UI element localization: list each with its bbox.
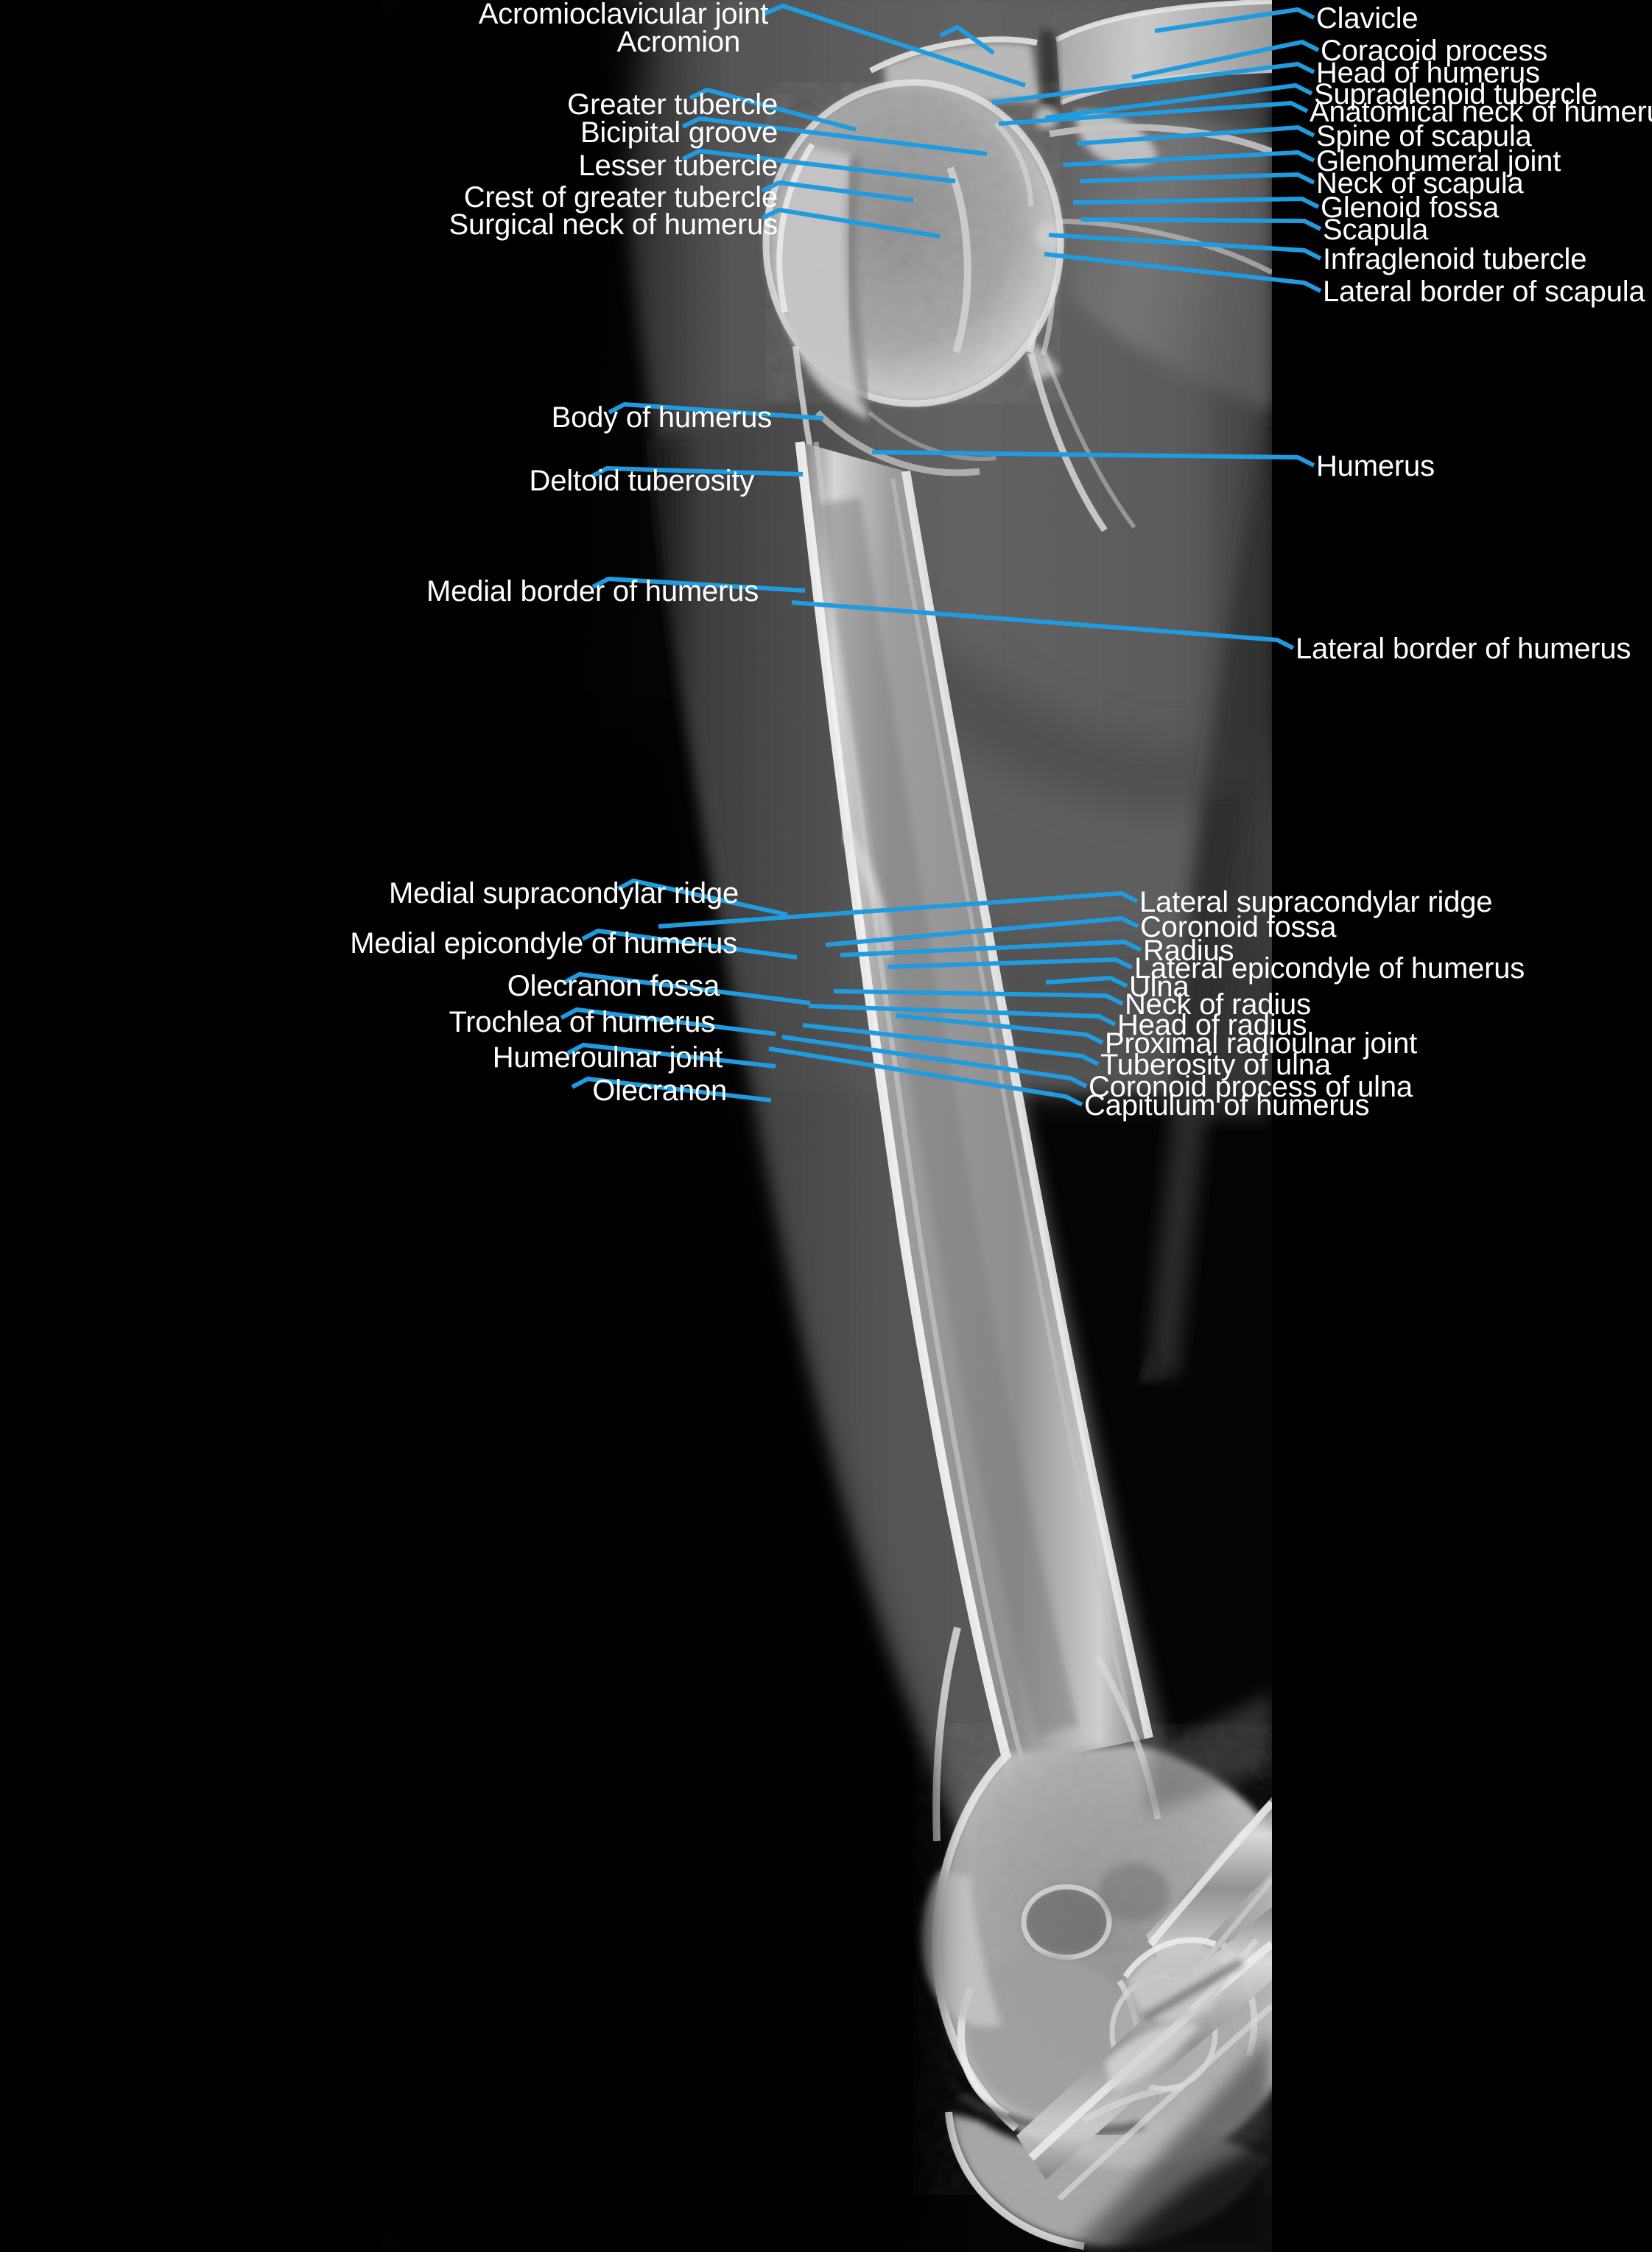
label-proximal-radioulnar-joint: Proximal radioulnar joint bbox=[1105, 1027, 1418, 1060]
label-lateral-epicondyle-of-humerus: Lateral epicondyle of humerus bbox=[1134, 952, 1525, 985]
label-medial-supracondylar-ridge: Medial supracondylar ridge bbox=[388, 877, 739, 909]
label-deltoid-tuberosity: Deltoid tuberosity bbox=[529, 465, 755, 497]
label-greater-tubercle: Greater tubercle bbox=[567, 88, 778, 121]
label-lateral-border-of-humerus: Lateral border of humerus bbox=[1296, 633, 1631, 665]
label-medial-epicondyle-of-humerus: Medial epicondyle of humerus bbox=[350, 927, 737, 960]
label-olecranon: Olecranon bbox=[592, 1074, 727, 1107]
label-head-of-humerus: Head of humerus bbox=[1316, 57, 1540, 89]
label-scapula: Scapula bbox=[1323, 214, 1429, 246]
label-radius: Radius bbox=[1143, 935, 1234, 967]
label-infraglenoid-tubercle: Infraglenoid tubercle bbox=[1323, 243, 1587, 275]
label-acromioclavicular-joint: Acromioclavicular joint bbox=[478, 0, 769, 30]
label-neck-of-scapula: Neck of scapula bbox=[1316, 167, 1524, 200]
label-bicipital-groove: Bicipital groove bbox=[580, 116, 778, 149]
label-coronoid-fossa: Coronoid fossa bbox=[1140, 911, 1337, 943]
label-acromion: Acromion bbox=[616, 26, 741, 58]
label-trochlea-of-humerus: Trochlea of humerus bbox=[449, 1006, 715, 1038]
label-neck-of-radius: Neck of radius bbox=[1125, 988, 1311, 1021]
label-lateral-supracondylar-ridge: Lateral supracondylar ridge bbox=[1139, 886, 1493, 918]
label-humerus: Humerus bbox=[1316, 450, 1435, 482]
label-capitulum-of-humerus: Capitulum of humerus bbox=[1084, 1089, 1370, 1122]
label-tuberosity-of-ulna: Tuberosity of ulna bbox=[1100, 1049, 1331, 1081]
label-crest-of-greater-tubercle: Crest of greater tubercle bbox=[463, 181, 778, 214]
label-clavicle: Clavicle bbox=[1316, 2, 1419, 35]
label-humeroulnar-joint: Humeroulnar joint bbox=[492, 1041, 723, 1074]
label-glenohumeral-joint: Glenohumeral joint bbox=[1316, 145, 1561, 177]
label-spine-of-scapula: Spine of scapula bbox=[1316, 120, 1532, 152]
label-supraglenoid-tubercle: Supraglenoid tubercle bbox=[1314, 78, 1597, 110]
label-lesser-tubercle: Lesser tubercle bbox=[578, 149, 778, 182]
label-lateral-border-of-scapula: Lateral border of scapula bbox=[1323, 275, 1645, 308]
label-glenoid-fossa: Glenoid fossa bbox=[1321, 191, 1499, 224]
label-head-of-radius: Head of radius bbox=[1117, 1009, 1307, 1041]
label-body-of-humerus: Body of humerus bbox=[551, 401, 773, 434]
label-ulna: Ulna bbox=[1129, 971, 1189, 1003]
label-anatomical-neck-of-humerus: Anatomical neck of humerus bbox=[1310, 96, 1652, 128]
label-medial-border-of-humerus: Medial border of humerus bbox=[426, 575, 759, 608]
label-coracoid-process: Coracoid process bbox=[1321, 35, 1548, 67]
label-olecranon-fossa: Olecranon fossa bbox=[507, 970, 720, 1002]
label-surgical-neck-of-humerus: Surgical neck of humerus bbox=[449, 208, 778, 241]
label-coronoid-process-of-ulna: Coronoid process of ulna bbox=[1089, 1071, 1413, 1103]
